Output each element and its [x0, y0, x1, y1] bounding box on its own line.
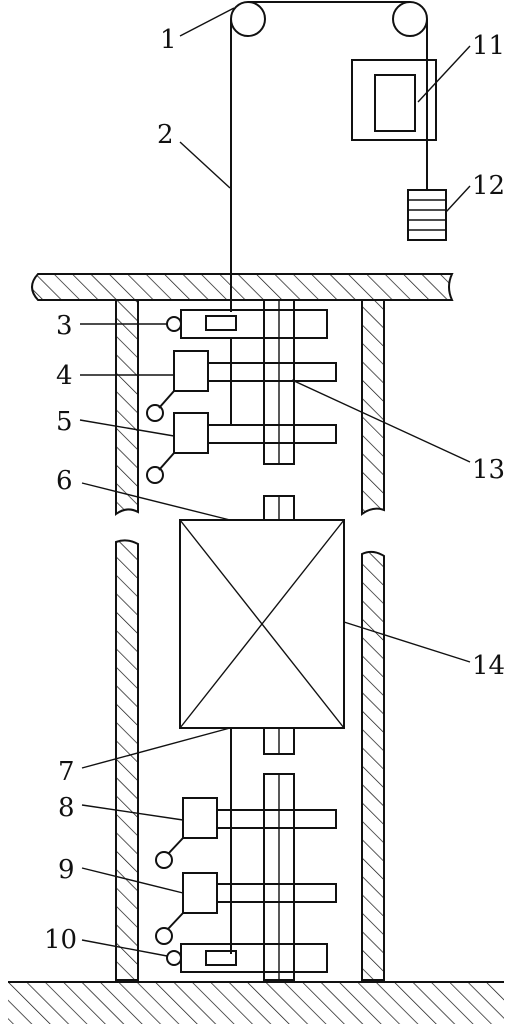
counterweight — [407, 189, 447, 241]
car-top-connector — [263, 495, 295, 521]
label-14: 14 — [472, 651, 505, 681]
car-bottom-connector — [263, 727, 295, 755]
lower-right-wall — [361, 550, 385, 981]
label-5: 5 — [56, 407, 73, 437]
lower-arm-2 — [206, 883, 337, 903]
label-1: 1 — [160, 25, 177, 55]
hoist-rope — [230, 1, 428, 312]
upper-arm-2 — [206, 362, 337, 382]
label-8: 8 — [58, 793, 75, 823]
upper-left-wall — [115, 299, 139, 516]
label-3: 3 — [56, 311, 73, 341]
upper-right-wall — [361, 299, 385, 516]
upper-arm-3 — [206, 424, 337, 444]
upper-motor-5 — [146, 412, 209, 484]
control-box — [351, 59, 437, 141]
lower-left-wall — [115, 539, 139, 981]
upper-arm-1 — [166, 309, 328, 339]
label-2: 2 — [157, 120, 174, 150]
label-9: 9 — [58, 855, 75, 885]
label-7: 7 — [58, 757, 75, 787]
pulley-left — [230, 1, 266, 37]
pulley-right — [392, 1, 428, 37]
label-12: 12 — [472, 171, 505, 201]
label-10: 10 — [44, 925, 77, 955]
lower-motor-9 — [155, 872, 218, 945]
label-6: 6 — [56, 466, 73, 496]
lower-motor-8 — [155, 797, 218, 869]
lower-arm-1 — [206, 809, 337, 829]
label-4: 4 — [56, 361, 73, 391]
ceiling-slab — [31, 273, 454, 301]
label-11: 11 — [472, 31, 505, 61]
floor-slab — [8, 981, 504, 1024]
elevator-car — [179, 519, 345, 729]
leader-lines — [79, 7, 471, 957]
label-13: 13 — [472, 455, 505, 485]
upper-motor-4 — [146, 350, 209, 422]
lower-guide-rail — [263, 773, 295, 981]
lower-arm-3 — [166, 943, 328, 973]
